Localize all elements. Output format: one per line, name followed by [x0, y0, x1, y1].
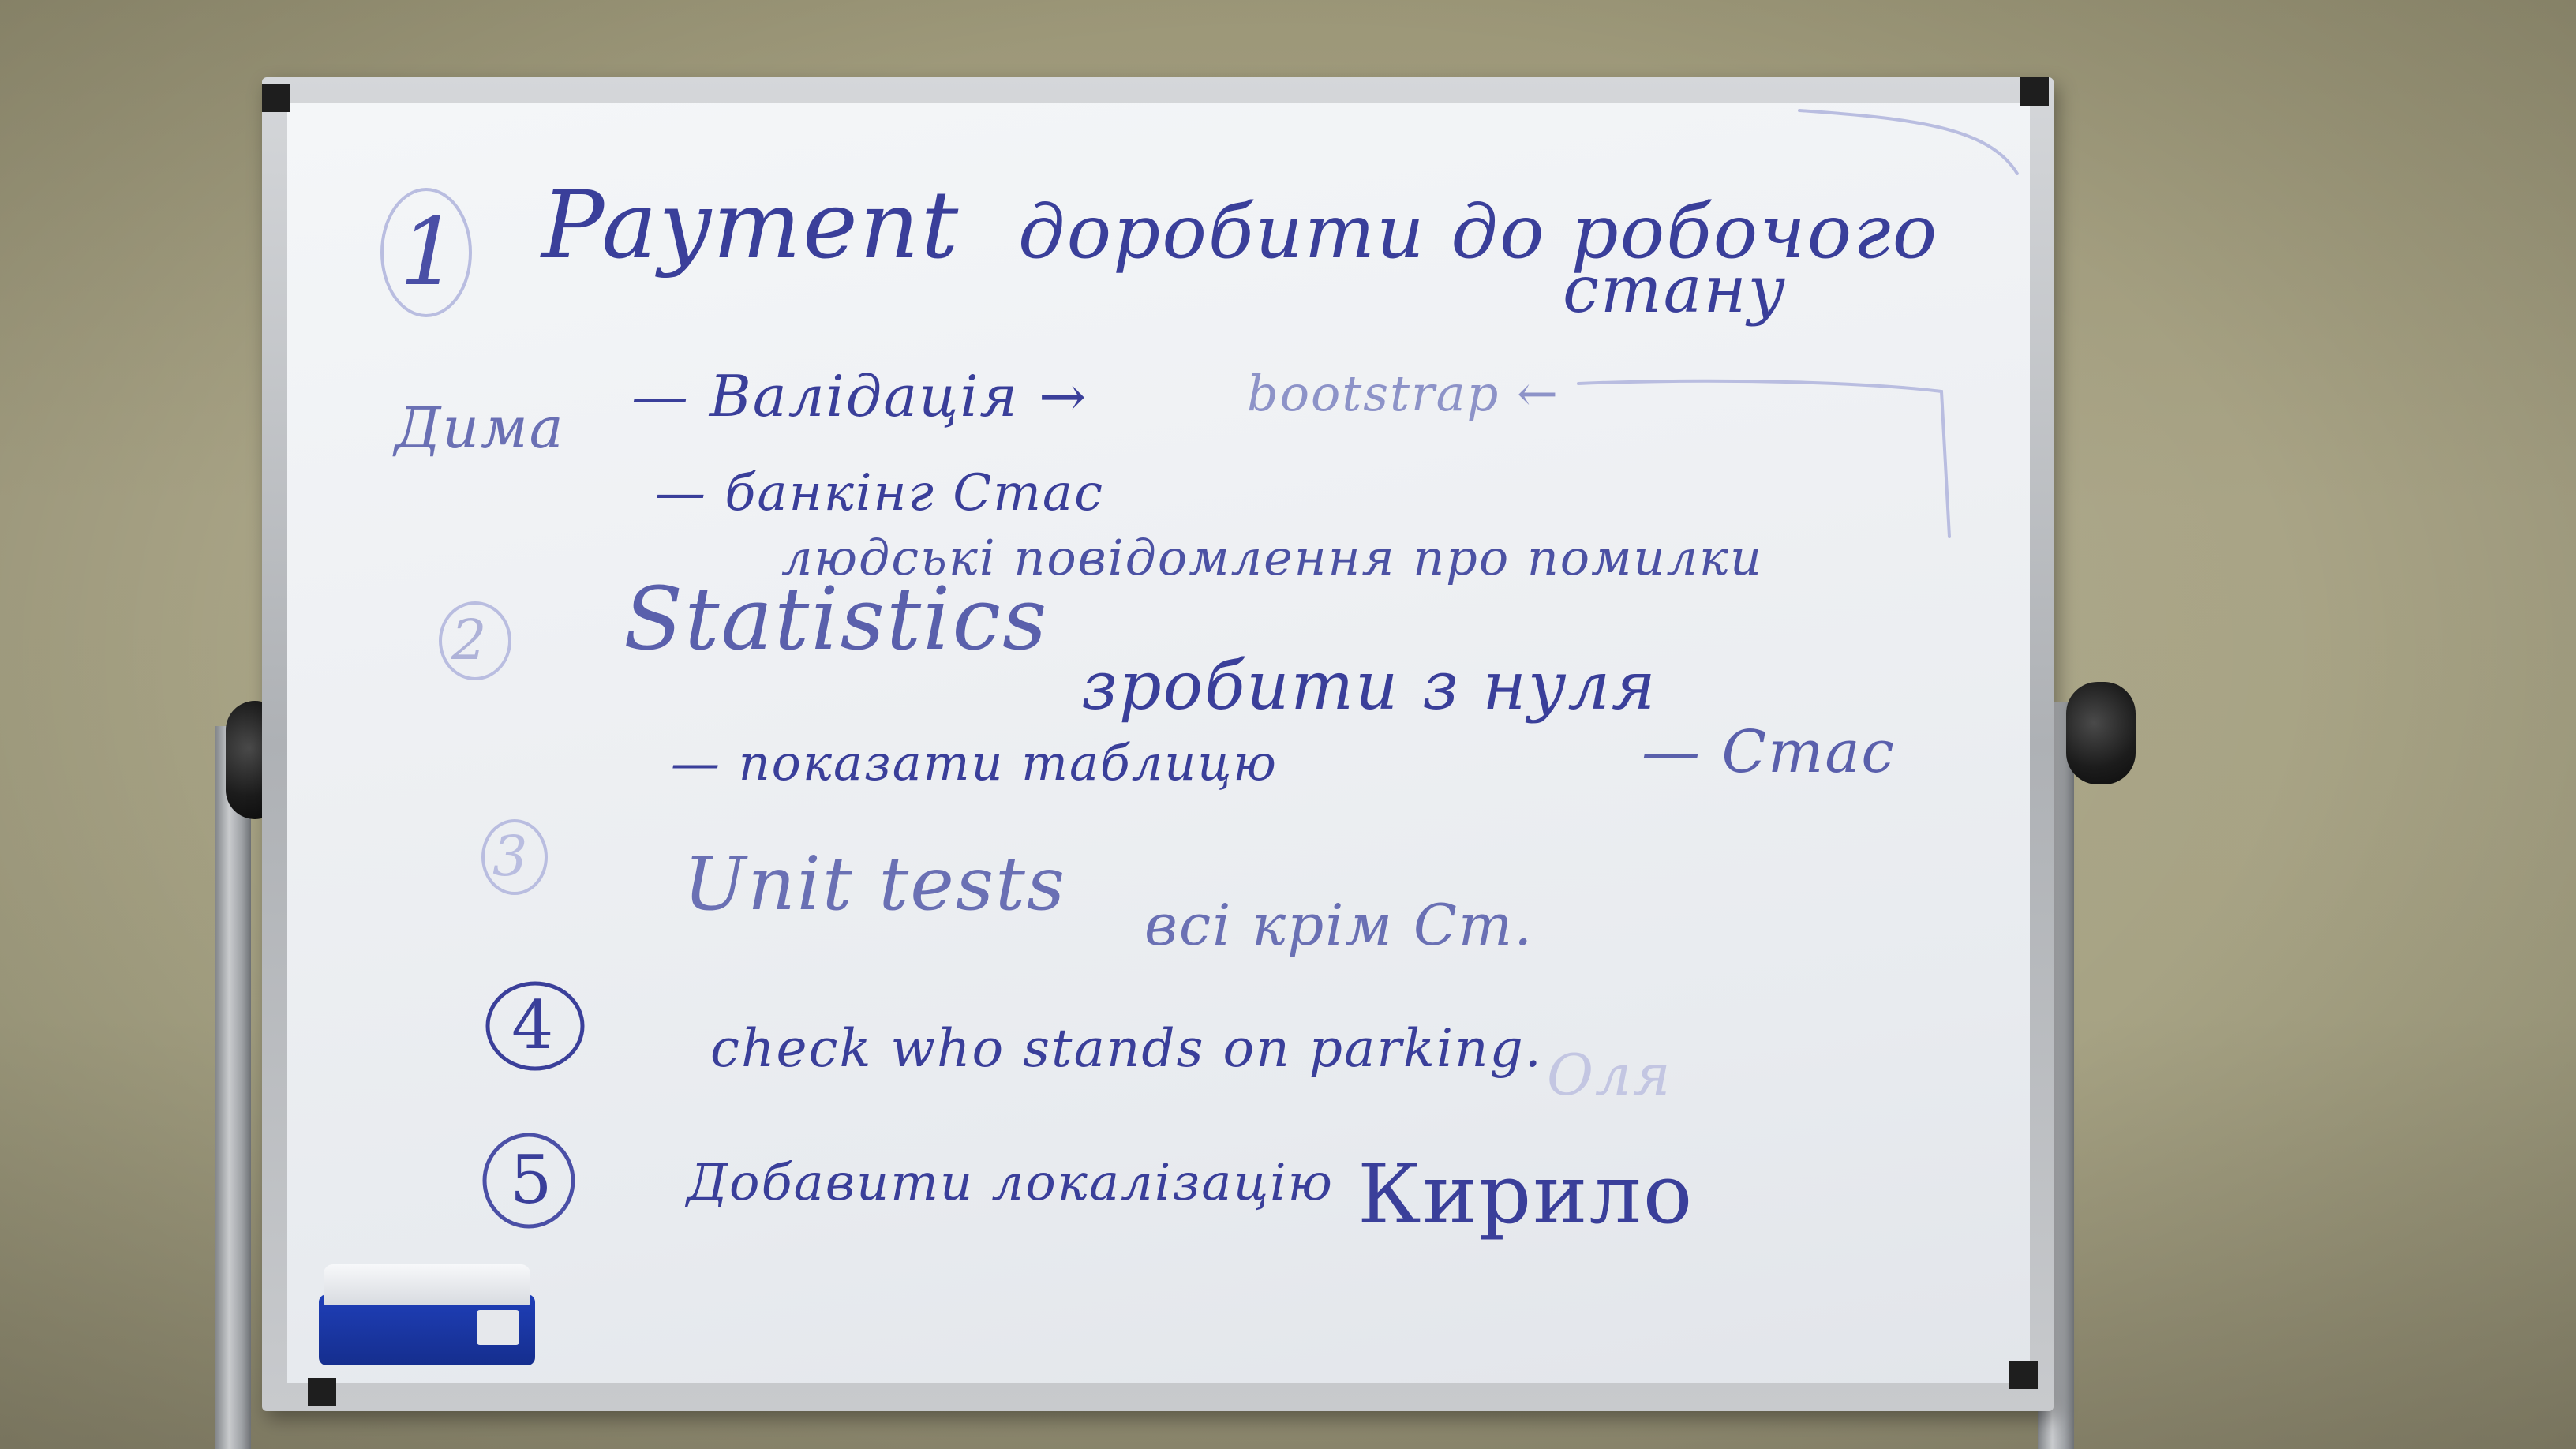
- item3-circle: [481, 819, 548, 895]
- whiteboard-surface: [287, 103, 2030, 1383]
- subtask-banking: — банкінг Стас: [655, 464, 1104, 522]
- item1-title: Payment: [541, 170, 960, 279]
- item2-circle: [439, 601, 511, 680]
- top-right-swoosh: [1798, 109, 2019, 175]
- bootstrap-link-arrow: [1577, 379, 1951, 538]
- item4-circle: [485, 981, 585, 1071]
- item2-subtask: — показати таблицю: [671, 734, 1279, 792]
- assignee-dima: Дима: [395, 395, 565, 461]
- subtask-messages: людські повідомлення про помилки: [781, 529, 1763, 586]
- eraser-clip: [477, 1310, 519, 1345]
- item5-owner: Кирило: [1357, 1146, 1694, 1242]
- stand-left-leg: [215, 726, 251, 1449]
- subtask-validation: — Валідація →: [631, 363, 1088, 429]
- item1-circle: [380, 188, 472, 317]
- eraser-handle: [324, 1264, 530, 1305]
- item3-title: Unit tests: [683, 841, 1067, 927]
- frame-corner-top-right: [2020, 77, 2049, 106]
- right-knob: [2066, 682, 2136, 784]
- whiteboard-eraser: [319, 1264, 535, 1365]
- item2-task: зробити з нуля: [1081, 647, 1657, 724]
- item5-title: Добавити локалізацію: [687, 1154, 1334, 1212]
- item2-owner: — Стас: [1642, 718, 1896, 786]
- item5-number: 5: [510, 1141, 554, 1219]
- item1-task-continued: стану: [1563, 253, 1788, 328]
- item1-number: 1: [399, 197, 461, 306]
- item4-title: check who stands on parking.: [710, 1018, 1543, 1079]
- frame-corner-bottom-right: [2009, 1361, 2038, 1389]
- subtask-bootstrap: bootstrap ←: [1247, 365, 1559, 422]
- item3-task: всі крім Ст.: [1144, 892, 1534, 958]
- item4-number: 4: [511, 987, 556, 1064]
- item4-owner: Оля: [1547, 1042, 1672, 1108]
- item3-number: 3: [492, 824, 530, 889]
- item2-number: 2: [451, 608, 489, 672]
- item5-circle: [482, 1133, 575, 1229]
- frame-corner-top-left: [262, 84, 290, 112]
- item2-title: Statistics: [623, 568, 1049, 669]
- item1-task: доробити до робочого: [1018, 189, 1939, 275]
- frame-corner-bottom-left: [308, 1378, 336, 1406]
